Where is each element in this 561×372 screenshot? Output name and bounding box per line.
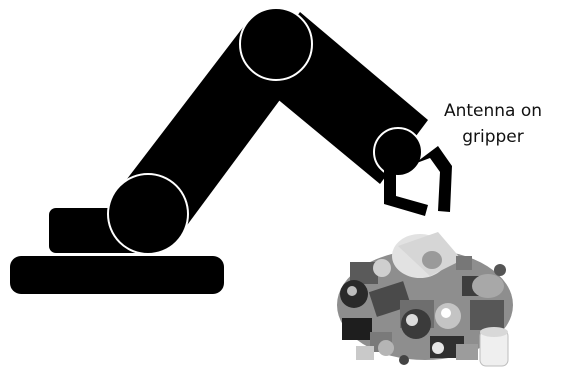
object-pile — [337, 232, 513, 366]
annotation-line-2: gripper — [432, 124, 554, 150]
elbow-joint — [240, 8, 312, 80]
gripper-jaw-left — [384, 170, 428, 216]
shoulder-joint — [108, 174, 188, 254]
wrist-joint — [374, 128, 422, 176]
annotation-line-1: Antenna on — [432, 98, 554, 124]
antenna-annotation: Antenna on gripper — [432, 98, 554, 150]
base-plate-bottom — [10, 256, 224, 294]
